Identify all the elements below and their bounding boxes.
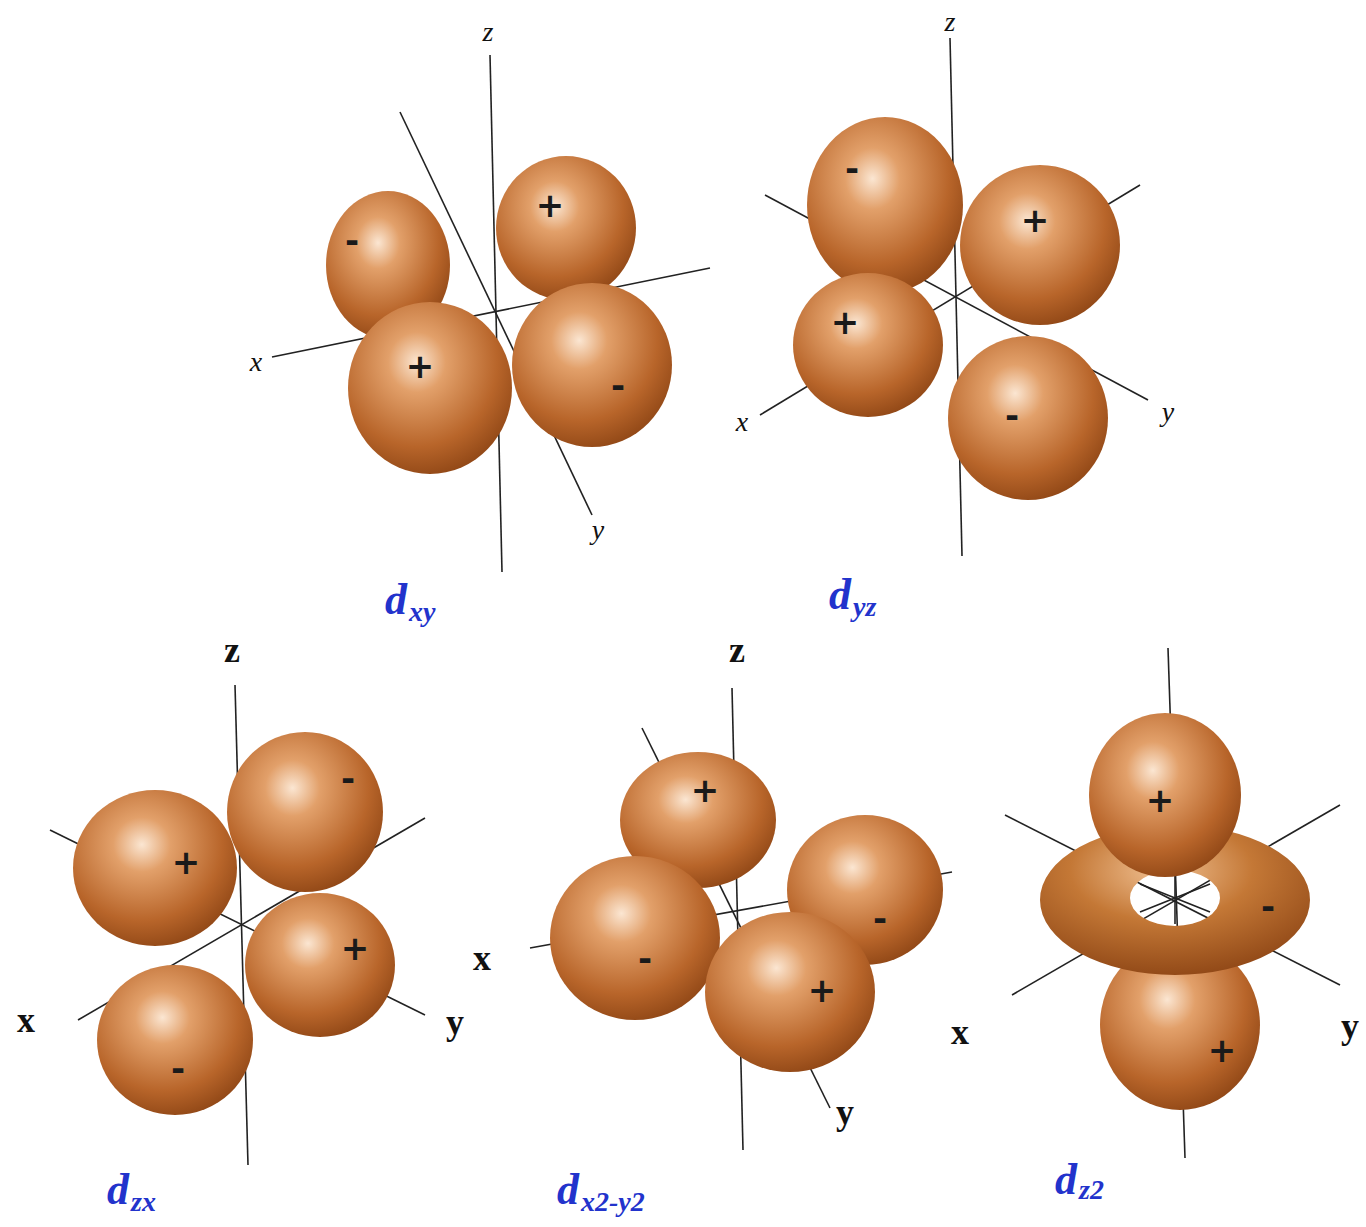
phase-sign: + xyxy=(406,349,435,383)
phase-sign: - xyxy=(873,901,887,935)
axis-label: z xyxy=(729,632,745,668)
phase-sign: + xyxy=(1208,1033,1237,1067)
phase-sign: - xyxy=(845,151,859,185)
axis-label: x xyxy=(250,348,262,376)
axis-label: x xyxy=(736,408,748,436)
axis-label: y xyxy=(836,1094,854,1130)
phase-sign: - xyxy=(638,941,652,975)
axis-label: z xyxy=(224,632,240,668)
axis-label: x xyxy=(17,1002,35,1038)
phase-sign: + xyxy=(691,773,720,807)
orbital-name: d xyxy=(1055,1158,1077,1202)
phase-sign: + xyxy=(831,305,860,339)
axis-label: z xyxy=(945,8,956,36)
phase-sign: - xyxy=(1005,398,1019,432)
phase-sign: - xyxy=(611,368,625,402)
phase-sign: + xyxy=(536,188,565,222)
phase-sign: + xyxy=(1146,783,1175,817)
orbital-subscript: zx xyxy=(131,1188,156,1216)
axis-label: y xyxy=(592,516,604,544)
orbital-name: d xyxy=(385,578,407,622)
phase-sign: - xyxy=(345,223,359,257)
orbital-name: d xyxy=(107,1168,129,1212)
axis-label: x xyxy=(473,940,491,976)
orbital-subscript: yz xyxy=(853,593,876,621)
phase-sign: + xyxy=(172,845,201,879)
phase-sign: - xyxy=(341,761,355,795)
phase-sign: + xyxy=(1021,203,1050,237)
phase-sign: - xyxy=(1261,889,1275,923)
axis-label: z xyxy=(483,18,494,46)
orbital-subscript: z2 xyxy=(1079,1176,1104,1204)
axis-label: y xyxy=(1162,398,1174,426)
phase-sign: - xyxy=(171,1051,185,1085)
orbital-name: d xyxy=(557,1168,579,1212)
axis-label: y xyxy=(446,1004,464,1040)
orbital-subscript: x2-y2 xyxy=(581,1188,645,1216)
phase-sign: + xyxy=(808,973,837,1007)
axis-label: y xyxy=(1341,1008,1359,1044)
orbital-subscript: xy xyxy=(409,598,435,626)
phase-sign: + xyxy=(341,931,370,965)
orbital-name: d xyxy=(829,573,851,617)
axis-label: x xyxy=(951,1014,969,1050)
